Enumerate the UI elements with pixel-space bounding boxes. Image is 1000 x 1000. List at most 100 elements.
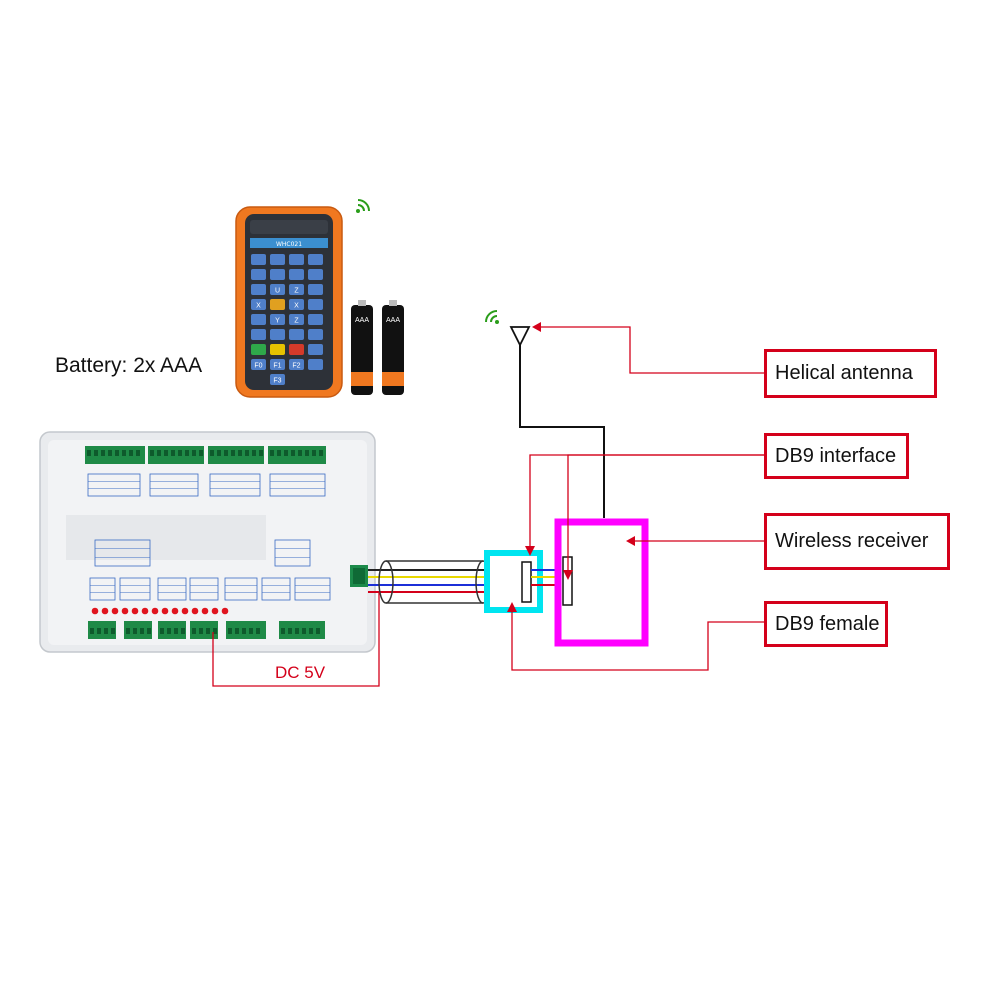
pin-label-table	[189, 577, 219, 601]
pin-label-table	[269, 473, 326, 497]
terminal-screw	[245, 450, 249, 456]
remote-key	[270, 299, 285, 310]
remote-key	[270, 359, 285, 370]
remote-key	[270, 344, 285, 355]
remote-key	[270, 329, 285, 340]
terminal-screw	[178, 450, 182, 456]
callout-arrowheads	[507, 322, 635, 612]
laser-controller-board	[39, 431, 376, 653]
terminal-screw	[185, 450, 189, 456]
remote-key-label: Y	[275, 318, 280, 325]
terminal-block	[158, 621, 186, 639]
terminal-block	[148, 446, 204, 464]
indicator-led	[181, 607, 189, 615]
terminal-screw	[206, 628, 210, 634]
terminal-screw	[111, 628, 115, 634]
dc-voltage-label: DC 5V	[275, 663, 326, 682]
pin-label-table	[157, 577, 187, 601]
data-cable	[368, 560, 494, 604]
terminal-screw	[133, 628, 137, 634]
terminal-screw	[288, 628, 292, 634]
indicator-led	[171, 607, 179, 615]
terminal-screw	[140, 628, 144, 634]
terminal-screw	[199, 450, 203, 456]
terminal-screw	[305, 450, 309, 456]
helical-antenna-callout: Helical antenna	[764, 349, 937, 398]
indicator-led	[121, 607, 129, 615]
terminal-screw	[150, 450, 154, 456]
terminal-screw	[259, 450, 263, 456]
remote-key	[251, 269, 266, 280]
terminal-screw	[210, 450, 214, 456]
remote-key	[289, 344, 304, 355]
terminal-block	[268, 446, 326, 464]
terminal-screw	[256, 628, 260, 634]
remote-key	[251, 329, 266, 340]
terminal-screw	[167, 628, 171, 634]
remote-key	[251, 359, 266, 370]
remote-key	[270, 269, 285, 280]
indicator-led	[201, 607, 209, 615]
terminal-screw	[252, 450, 256, 456]
db9-female-callout: DB9 female	[764, 601, 888, 647]
terminal-block	[88, 621, 116, 639]
terminal-screw	[181, 628, 185, 634]
terminal-screw	[192, 450, 196, 456]
terminal-screw	[126, 628, 130, 634]
indicator-led	[131, 607, 139, 615]
remote-key-label: U	[275, 288, 280, 295]
remote-key	[289, 314, 304, 325]
remote-key	[308, 284, 323, 295]
terminal-screw	[122, 450, 126, 456]
remote-key-label: X	[294, 303, 299, 310]
terminal-screw	[217, 450, 221, 456]
terminal-screw	[312, 450, 316, 456]
remote-key-label: Z	[294, 318, 299, 325]
terminal-block	[190, 621, 218, 639]
pin-label-table	[89, 577, 116, 601]
terminal-screw	[97, 628, 101, 634]
terminal-screw	[174, 628, 178, 634]
svg-text:WHC021: WHC021	[276, 241, 302, 248]
terminal-screw	[213, 628, 217, 634]
terminal-screw	[115, 450, 119, 456]
terminal-block	[124, 621, 152, 639]
terminal-screw	[129, 450, 133, 456]
pin-label-table	[94, 539, 151, 567]
remote-key	[308, 344, 323, 355]
remote-key-label: F0	[254, 363, 262, 370]
terminal-screw	[291, 450, 295, 456]
svg-text:AAA: AAA	[386, 317, 400, 324]
terminal-block	[208, 446, 264, 464]
remote-key	[270, 314, 285, 325]
indicator-led	[191, 607, 199, 615]
remote-key-label: Z	[294, 288, 299, 295]
pin-label-table	[87, 473, 141, 497]
pin-label-table	[149, 473, 199, 497]
bottom-terminal-blocks	[88, 621, 325, 639]
remote-key-label: X	[256, 303, 261, 310]
remote-key	[251, 314, 266, 325]
indicator-led	[221, 607, 229, 615]
terminal-screw	[238, 450, 242, 456]
terminal-screw	[270, 450, 274, 456]
terminal-screw	[281, 628, 285, 634]
db9-female-inner	[521, 561, 532, 603]
remote-signal-icon	[356, 199, 370, 213]
remote-key	[270, 254, 285, 265]
terminal-screw	[295, 628, 299, 634]
indicator-led	[101, 607, 109, 615]
terminal-screw	[277, 450, 281, 456]
wireless-receiver-callout: Wireless receiver	[764, 513, 950, 570]
remote-key	[289, 329, 304, 340]
terminal-screw	[224, 450, 228, 456]
terminal-screw	[228, 628, 232, 634]
terminal-screw	[319, 450, 323, 456]
board-label-blocks	[87, 473, 331, 601]
remote-key	[308, 254, 323, 265]
pin-label-table	[274, 539, 311, 567]
pin-label-table	[261, 577, 291, 601]
